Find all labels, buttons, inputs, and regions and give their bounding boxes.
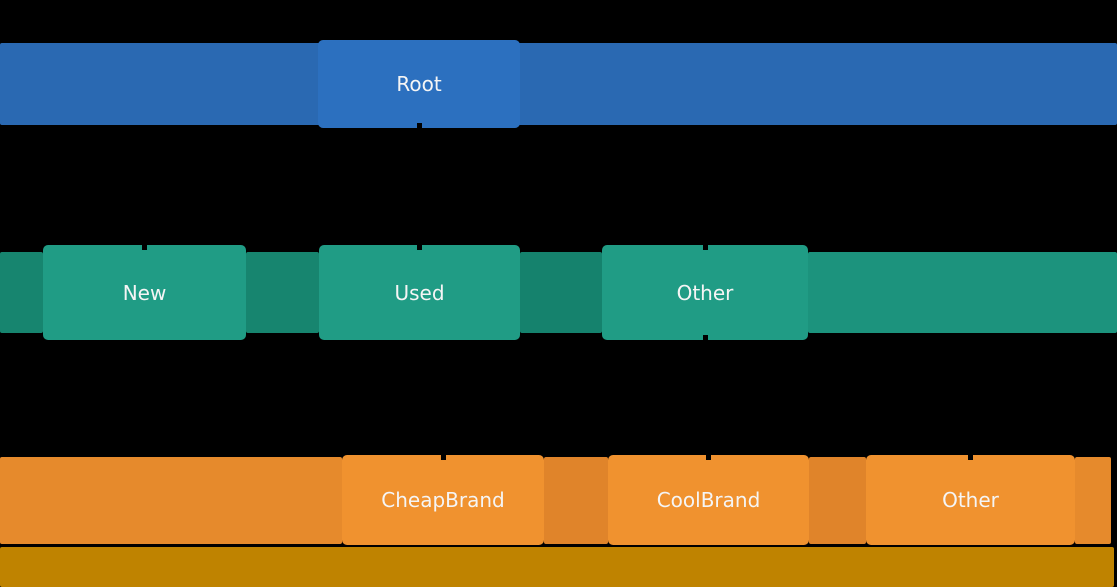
- level-3-band-segment: [544, 457, 608, 544]
- tree-node-label: CheapBrand: [381, 488, 505, 512]
- tree-node-label: Root: [396, 72, 442, 96]
- level-2-band-segment: [808, 252, 1117, 333]
- tree-node-used[interactable]: Used: [319, 244, 520, 340]
- tree-node-label: CoolBrand: [656, 488, 761, 512]
- level-4-band-segment: [0, 547, 1114, 587]
- tree-node-label: Used: [394, 280, 445, 305]
- connector-stub-bottom: [702, 335, 708, 341]
- connector-stub-top: [440, 454, 446, 460]
- level-3-band-segment: [1075, 457, 1111, 544]
- tree-node-root[interactable]: Root: [318, 40, 520, 129]
- tree-node-other[interactable]: Other: [866, 454, 1075, 545]
- tree-node-new[interactable]: New: [43, 244, 246, 340]
- connector-stub-bottom: [416, 123, 422, 129]
- level-2-band-segment: [520, 252, 602, 333]
- level-1-band-segment: [0, 43, 1117, 125]
- connector-stub-top: [968, 454, 973, 460]
- connector-stub-top: [142, 244, 147, 250]
- level-3-band-segment: [809, 457, 866, 544]
- tree-node-other[interactable]: Other: [602, 244, 808, 341]
- tree-node-label: Other: [676, 280, 734, 305]
- tree-node-coolbrand[interactable]: CoolBrand: [608, 454, 809, 545]
- connector-stub-top: [706, 454, 711, 460]
- connector-stub-top: [702, 244, 708, 250]
- tree-node-cheapbrand[interactable]: CheapBrand: [342, 454, 544, 545]
- tree-node-label: Other: [942, 488, 999, 512]
- level-2-band-segment: [0, 252, 43, 333]
- tree-node-label: New: [122, 280, 167, 305]
- level-3-band-segment: [0, 457, 342, 544]
- connector-stub-top: [417, 244, 422, 250]
- level-2-band-segment: [246, 252, 319, 333]
